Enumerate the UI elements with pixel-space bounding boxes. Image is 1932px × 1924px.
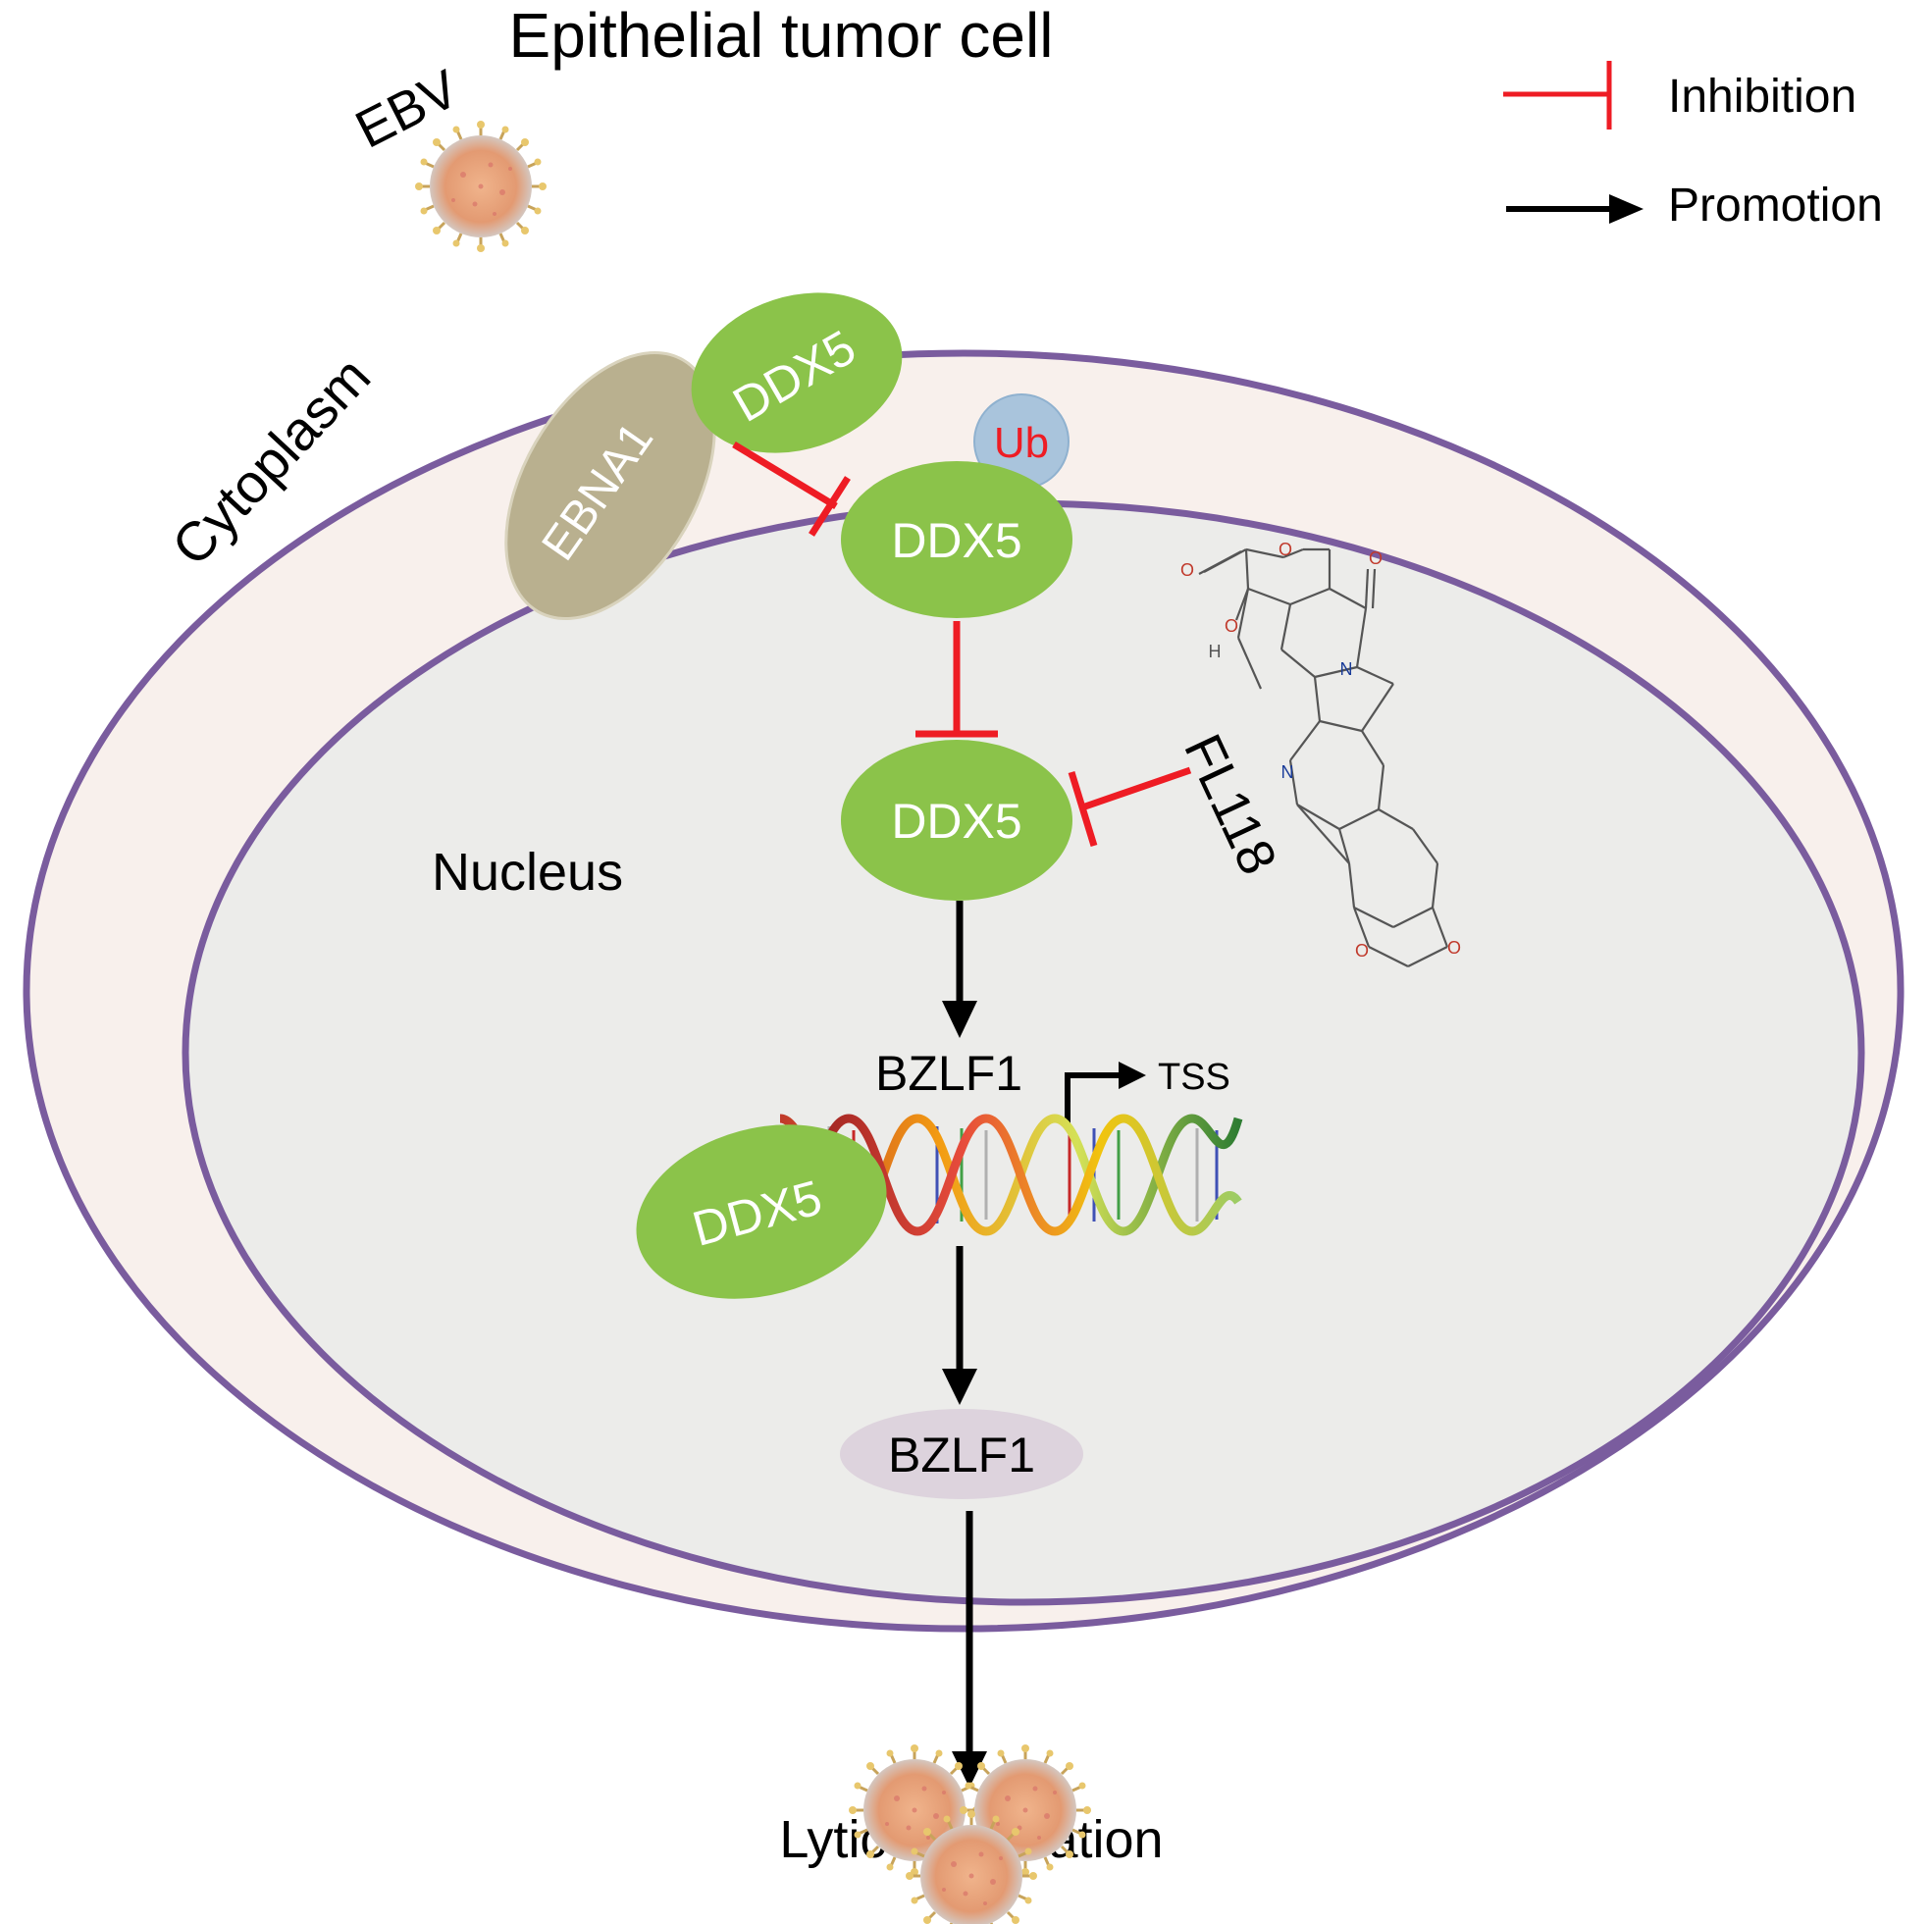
ubiquitin-label: Ub: [994, 419, 1049, 467]
promote-arrow-bzlf1-lytic: [952, 1511, 987, 1788]
fl118-atom-labels: O O O O H N N O O: [1180, 540, 1461, 961]
promote-arrow-ddx5-bzlf1: [942, 901, 977, 1038]
inhibit-arrow-ebna1-ddx5: [732, 442, 851, 537]
ebv-label: EBV: [346, 59, 468, 160]
atom-o-5: O: [1355, 941, 1369, 961]
bzlf1-protein: BZLF1: [840, 1409, 1083, 1499]
ddx5-free-label: DDX5: [891, 794, 1021, 849]
bzlf1-protein-label: BZLF1: [888, 1428, 1035, 1482]
ddx5-bound-ebna1: DDX5: [691, 292, 903, 453]
promote-arrow-dna-bzlf1: [942, 1246, 977, 1405]
ebna1-protein: EBNA1: [504, 350, 716, 621]
ebv-virus-icon: [413, 119, 548, 254]
atom-n-2: N: [1281, 762, 1294, 782]
tss-label: TSS: [1158, 1057, 1230, 1098]
legend: Inhibition Promotion: [1503, 61, 1883, 232]
diagram-title: Epithelial tumor cell: [509, 0, 1054, 71]
fl118-molecule-structure: [1198, 547, 1449, 967]
atom-h: H: [1209, 642, 1222, 661]
bzlf1-gene-label: BZLF1: [875, 1046, 1022, 1101]
atom-o-1: O: [1180, 560, 1194, 580]
inhibit-arrow-fl118: [1068, 766, 1192, 848]
ddx5-dna-bound: DDX5: [636, 1124, 887, 1299]
inhibit-arrow-ddx5-ddx5: [915, 621, 998, 738]
legend-promotion-label: Promotion: [1668, 180, 1883, 232]
ddx5-ubiquitinated: DDX5: [841, 461, 1072, 618]
legend-inhibition: Inhibition: [1503, 61, 1856, 130]
atom-o-2: O: [1279, 540, 1292, 559]
legend-promotion: Promotion: [1506, 180, 1883, 232]
atom-n-1: N: [1340, 659, 1353, 679]
atom-o-6: O: [1447, 938, 1461, 958]
legend-inhibition-label: Inhibition: [1668, 71, 1856, 123]
atom-o-4: O: [1225, 616, 1238, 636]
ubiquitin-tag: Ub: [973, 393, 1070, 490]
nucleus-label: Nucleus: [432, 843, 623, 902]
ddx5-nuclear: DDX5: [841, 740, 1072, 901]
atom-o-3: O: [1369, 548, 1383, 568]
tss-arrow: [1065, 1062, 1146, 1126]
ddx5-ub-label: DDX5: [891, 513, 1021, 568]
